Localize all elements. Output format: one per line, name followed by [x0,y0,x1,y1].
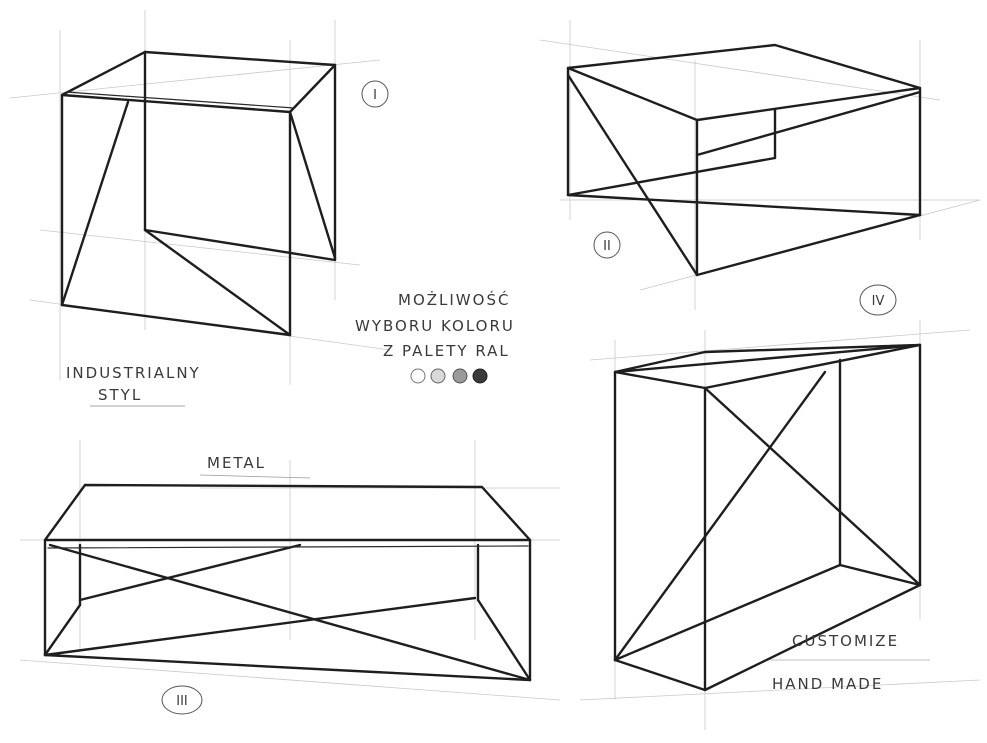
swatch-3 [452,368,468,384]
label-color-line3: Z PALETY RAL [383,342,510,360]
label-color-line1: MOŻLIWOŚĆ [398,290,510,309]
swatch-2 [430,368,446,384]
sketch-table-1 [60,50,337,337]
label-hand-made: HAND MADE [772,675,883,693]
sketch-table-3 [43,483,532,682]
color-swatches [410,368,488,384]
numeral-3-text: III [176,694,188,709]
numeral-4-marker: IV [859,284,897,316]
sketch-table-4 [613,343,922,692]
label-metal: METAL [199,454,311,479]
sketch-table-2 [566,43,922,277]
numeral-2-text: II [603,239,611,254]
numeral-3-marker: III [161,685,203,715]
label-customize: CUSTOMIZE [770,632,930,661]
numeral-4-text: IV [872,294,885,309]
label-industrial-line1: INDUSTRIALNY [66,364,201,382]
swatch-4 [472,368,488,384]
numeral-1-marker: I [361,80,389,108]
numeral-1-text: I [373,88,377,103]
label-customize-text: CUSTOMIZE [792,632,899,650]
label-hand-made-text: HAND MADE [772,675,883,693]
label-industrial-line2: STYL [98,386,142,404]
label-industrial-style: INDUSTRIALNY STYL [66,364,201,407]
label-color-choice: MOŻLIWOŚĆ WYBORU KOLORU Z PALETY RAL [355,290,515,360]
label-color-line2: WYBORU KOLORU [355,317,515,335]
swatch-1 [410,368,426,384]
label-metal-text: METAL [207,454,266,472]
numeral-2-marker: II [593,231,621,259]
